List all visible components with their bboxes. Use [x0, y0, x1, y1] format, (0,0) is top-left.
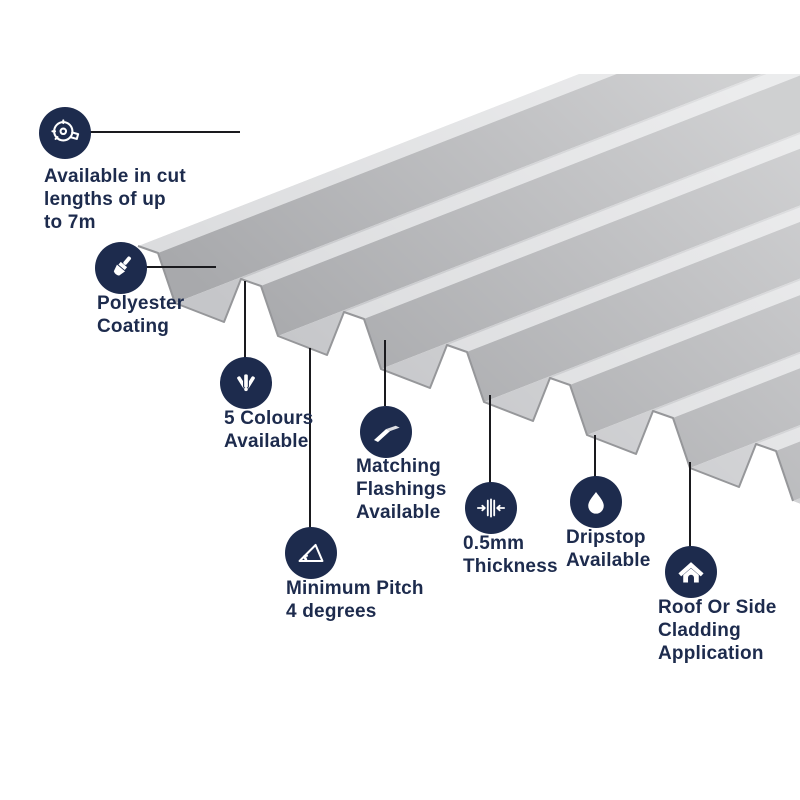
feature-label-thickness: 0.5mm Thickness [463, 533, 558, 578]
paint-brush-badge [95, 242, 147, 294]
flashing-icon [374, 425, 400, 442]
pitch-angle-badge [285, 527, 337, 579]
feature-label-dripstop: Dripstop Available [566, 527, 651, 572]
flashing-badge [360, 406, 412, 458]
thickness-icon [476, 498, 506, 518]
paint-brush-icon [113, 256, 132, 276]
feature-label-colours: 5 Colours Available [224, 408, 314, 453]
connector-thickness [489, 395, 491, 483]
thickness-badge [465, 482, 517, 534]
connector-flashings [384, 340, 386, 406]
water-drop-icon [588, 491, 604, 514]
colour-swatch-badge [220, 357, 272, 409]
feature-label-flashings: Matching Flashings Available [356, 456, 447, 524]
tape-measure-badge [39, 107, 91, 159]
feature-label-cladding: Roof Or Side Cladding Application [658, 597, 777, 665]
house-badge [665, 546, 717, 598]
connector-cut-lengths [88, 131, 240, 133]
tape-measure-icon [51, 119, 80, 142]
connector-cladding [689, 462, 691, 547]
connector-dripstop [594, 435, 596, 477]
colour-swatch-icon [235, 373, 257, 392]
water-drop-badge [570, 476, 622, 528]
feature-label-pitch: Minimum Pitch 4 degrees [286, 578, 424, 623]
connector-polyester [143, 266, 216, 268]
house-icon [678, 562, 704, 583]
feature-label-polyester: Polyester Coating [97, 293, 185, 338]
feature-label-cut-lengths: Available in cut lengths of up to 7m [44, 166, 186, 234]
pitch-angle-icon [298, 543, 324, 563]
connector-pitch [309, 348, 311, 528]
connector-colours [244, 281, 246, 358]
